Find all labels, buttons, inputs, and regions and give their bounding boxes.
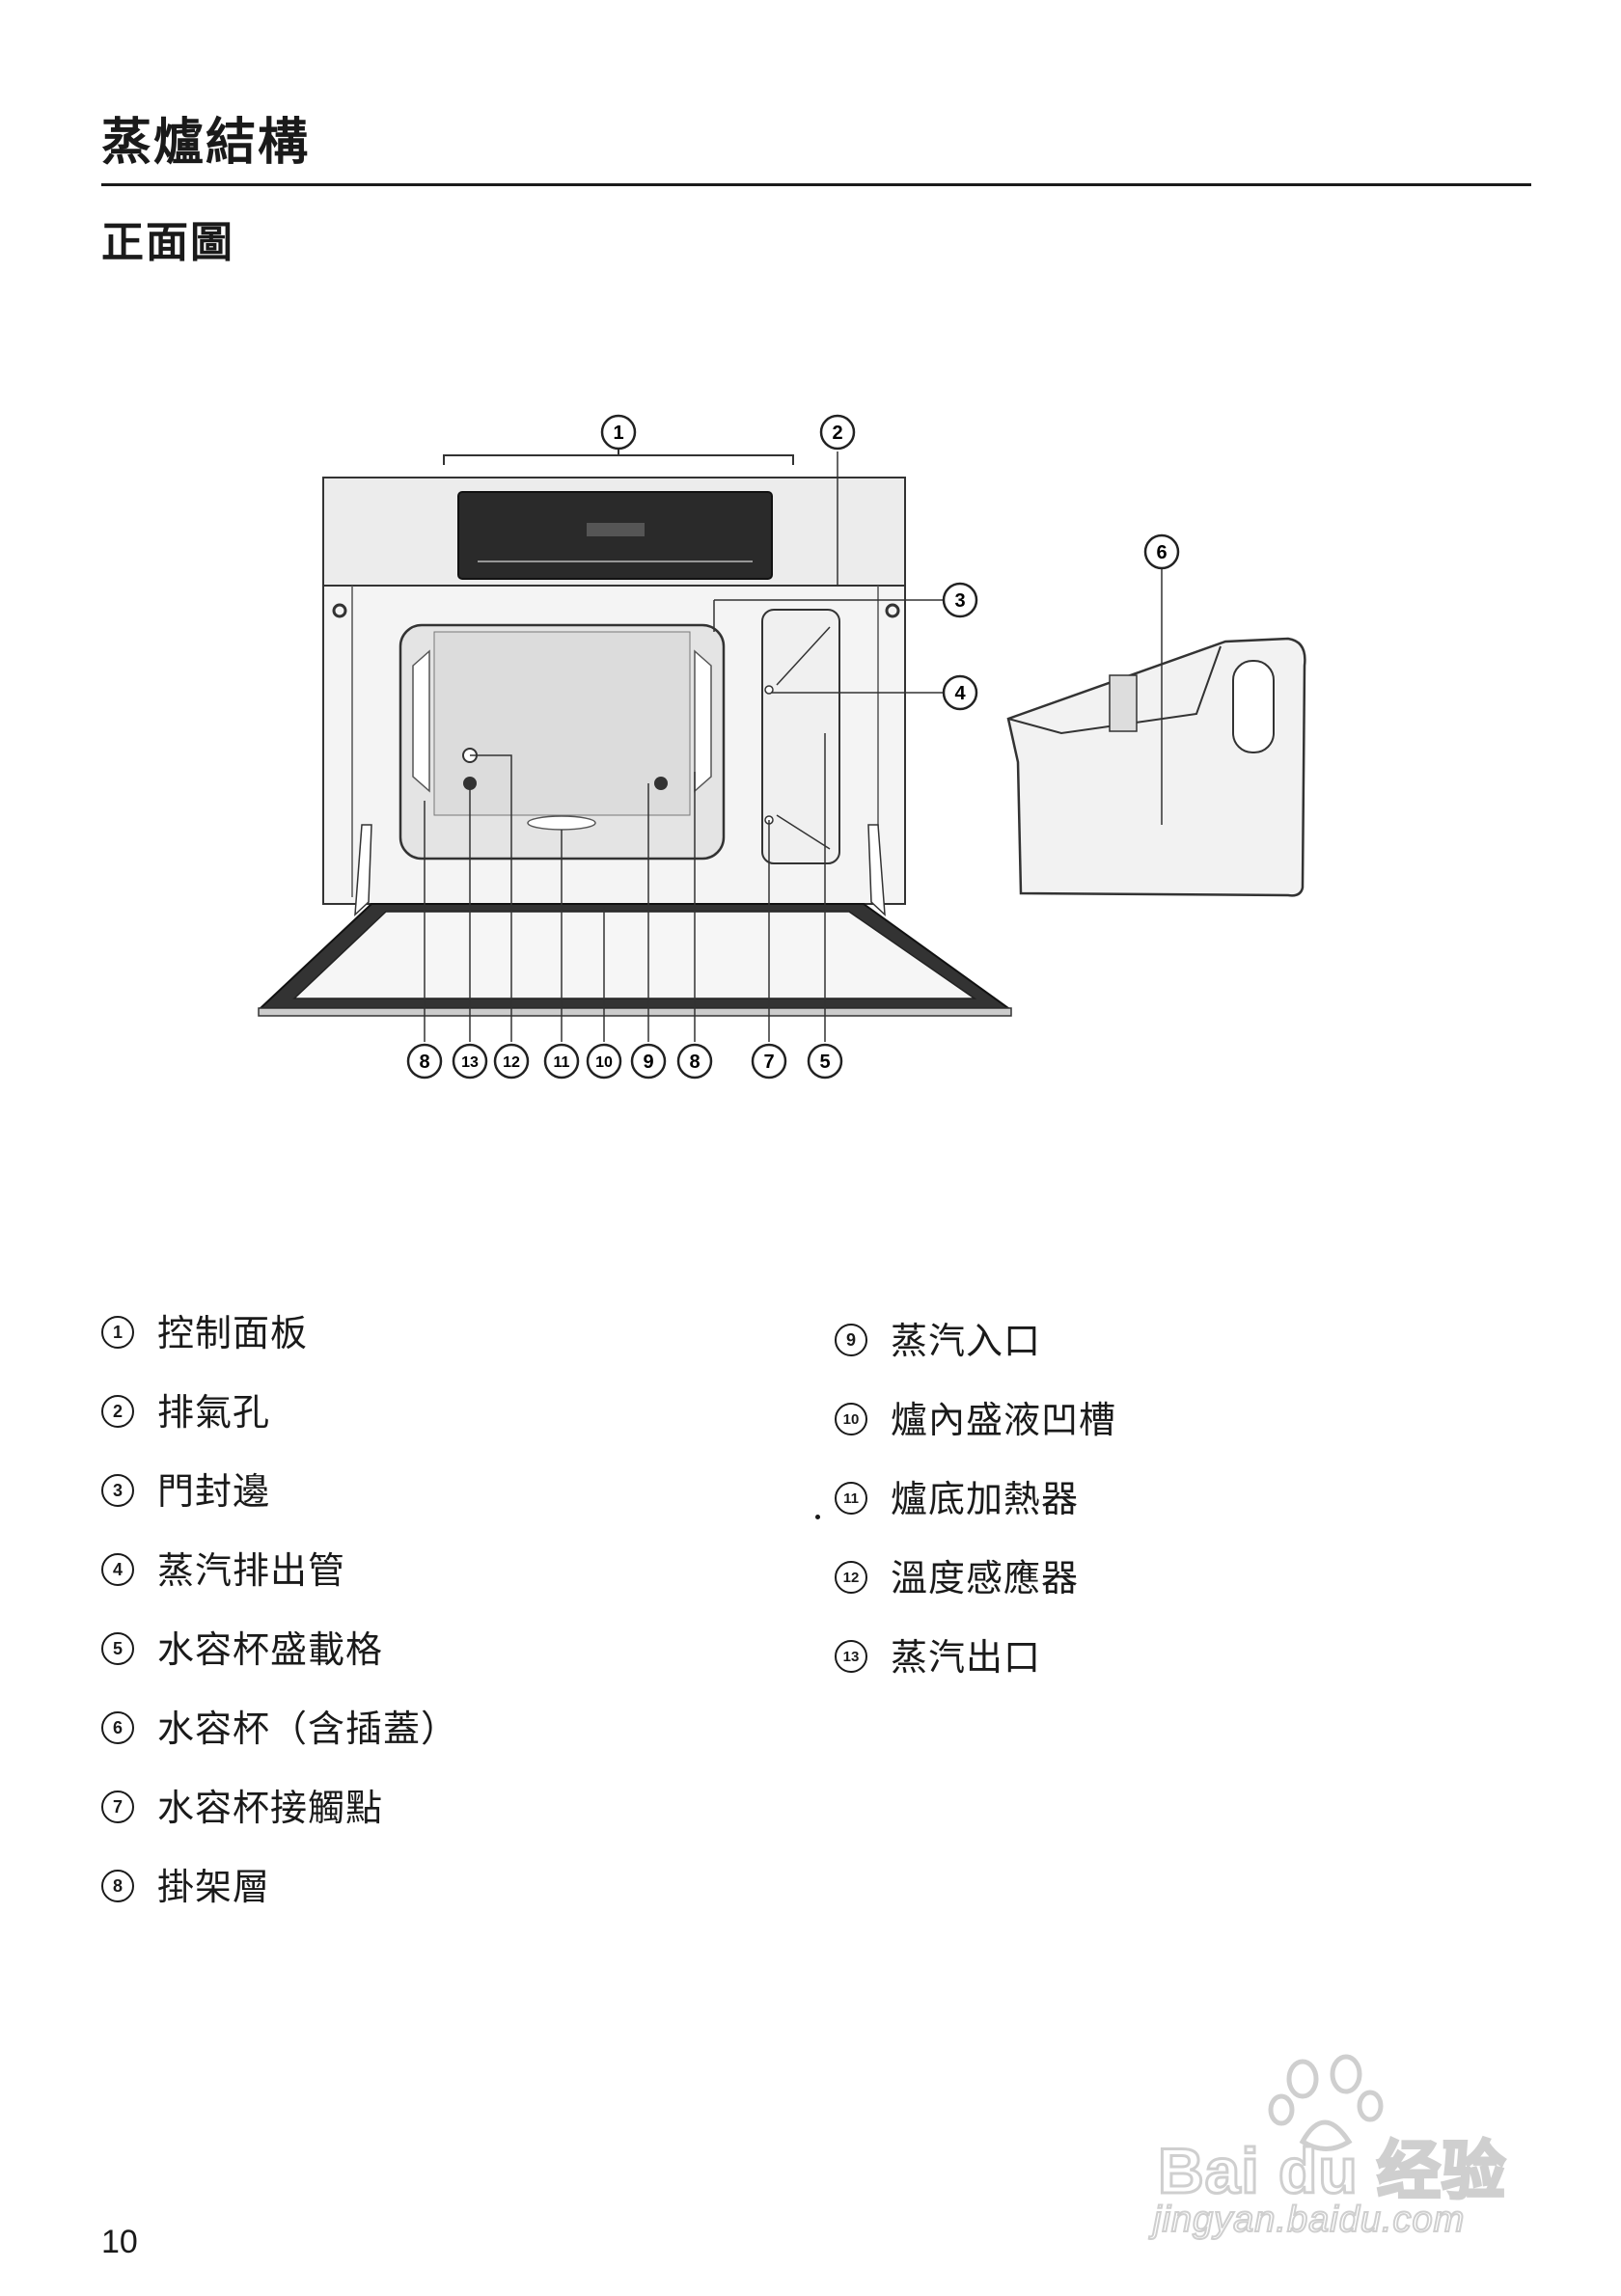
stray-dot bbox=[815, 1515, 820, 1519]
legend-item: 7 水容杯接觸點 bbox=[101, 1787, 458, 1866]
legend-item: 10 爐內盛液凹槽 bbox=[835, 1399, 1116, 1478]
watermark-brand: Bai du 经验 bbox=[1156, 2134, 1507, 2208]
callout-3-label: 3 bbox=[954, 590, 965, 612]
callout-9-label: 9 bbox=[643, 1052, 653, 1073]
paw-logo-icon bbox=[1268, 2054, 1384, 2151]
legend-label: 水容杯接觸點 bbox=[157, 1787, 384, 1829]
callout-3: 3 bbox=[942, 582, 978, 618]
legend-number: 6 bbox=[101, 1711, 134, 1744]
callout-2-label: 2 bbox=[832, 423, 842, 444]
legend-item: 6 水容杯（含插蓋） bbox=[101, 1708, 458, 1787]
legend-label: 溫度感應器 bbox=[891, 1557, 1080, 1599]
callout-8b-label: 8 bbox=[689, 1052, 700, 1073]
container-compartment bbox=[761, 609, 840, 864]
legend-number: 10 bbox=[835, 1403, 867, 1435]
legend-number: 4 bbox=[101, 1553, 134, 1586]
legend-number: 7 bbox=[101, 1790, 134, 1823]
legend-item: 9 蒸汽入口 bbox=[835, 1320, 1116, 1399]
legend-number: 5 bbox=[101, 1632, 134, 1665]
callout-12-label: 12 bbox=[503, 1054, 520, 1071]
callout-12: 12 bbox=[493, 1043, 530, 1080]
display-window bbox=[587, 523, 645, 536]
water-container bbox=[1006, 637, 1306, 897]
callout-6-label: 6 bbox=[1156, 542, 1167, 563]
legend-label: 蒸汽出口 bbox=[891, 1636, 1042, 1679]
legend-number: 1 bbox=[101, 1316, 134, 1349]
legend-item: 12 溫度感應器 bbox=[835, 1557, 1116, 1636]
callout-11: 11 bbox=[543, 1043, 580, 1080]
legend-label: 門封邊 bbox=[157, 1470, 271, 1513]
callout-8b: 8 bbox=[676, 1043, 713, 1080]
legend-right: 9 蒸汽入口 10 爐內盛液凹槽 11 爐底加熱器 12 溫度感應器 13 蒸汽… bbox=[835, 1320, 1116, 1715]
callout-5-label: 5 bbox=[819, 1052, 830, 1073]
callout-6: 6 bbox=[1143, 533, 1180, 570]
legend-number: 13 bbox=[835, 1640, 867, 1673]
callout-10-label: 10 bbox=[595, 1054, 613, 1071]
callout-2: 2 bbox=[819, 414, 856, 451]
legend-label: 爐內盛液凹槽 bbox=[891, 1399, 1117, 1441]
callout-5: 5 bbox=[807, 1043, 843, 1080]
legend-item: 3 門封邊 bbox=[101, 1470, 458, 1549]
callout-1-label: 1 bbox=[613, 423, 623, 444]
legend-label: 爐底加熱器 bbox=[891, 1478, 1080, 1520]
legend-item: 2 排氣孔 bbox=[101, 1391, 458, 1470]
page-title: 蒸爐結構 bbox=[101, 114, 311, 172]
callout-8a-label: 8 bbox=[419, 1052, 429, 1073]
legend-item: 13 蒸汽出口 bbox=[835, 1636, 1116, 1715]
callout-10: 10 bbox=[586, 1043, 622, 1080]
callout-7: 7 bbox=[751, 1043, 787, 1080]
legend-item: 8 掛架層 bbox=[101, 1866, 458, 1945]
oven-front-diagram: 1 2 6 3 4 8 13 12 11 10 9 8 bbox=[0, 386, 1621, 1119]
legend-label: 蒸汽入口 bbox=[891, 1320, 1042, 1362]
legend-label: 控制面板 bbox=[157, 1312, 309, 1354]
callout-13-label: 13 bbox=[461, 1054, 479, 1071]
legend-left: 1 控制面板 2 排氣孔 3 門封邊 4 蒸汽排出管 5 水容杯盛載格 6 水容… bbox=[101, 1312, 458, 1945]
legend-item: 1 控制面板 bbox=[101, 1312, 458, 1391]
oven-illustration: 1 2 6 3 4 8 13 12 11 10 9 8 bbox=[258, 414, 1306, 1080]
legend-number: 9 bbox=[835, 1324, 867, 1356]
legend-item: 4 蒸汽排出管 bbox=[101, 1549, 458, 1628]
callout-1: 1 bbox=[600, 414, 637, 451]
legend-label: 掛架層 bbox=[157, 1866, 271, 1908]
legend-number: 3 bbox=[101, 1474, 134, 1507]
baidu-watermark: Bai du 经验 jingyan.baidu.com bbox=[1152, 2050, 1558, 2243]
legend-number: 11 bbox=[835, 1482, 867, 1515]
page-number: 10 bbox=[101, 2224, 138, 2260]
legend-number: 8 bbox=[101, 1870, 134, 1902]
watermark-url: jingyan.baidu.com bbox=[1152, 2199, 1466, 2241]
legend-item: 11 爐底加熱器 bbox=[835, 1478, 1116, 1557]
callout-13: 13 bbox=[452, 1043, 488, 1080]
callout-7-label: 7 bbox=[763, 1052, 774, 1073]
callout-9: 9 bbox=[630, 1043, 667, 1080]
legend-label: 排氣孔 bbox=[157, 1391, 271, 1434]
legend-number: 12 bbox=[835, 1561, 867, 1594]
legend-number: 2 bbox=[101, 1395, 134, 1428]
legend-label: 蒸汽排出管 bbox=[157, 1549, 346, 1592]
callout-4: 4 bbox=[942, 674, 978, 711]
legend-label: 水容杯盛載格 bbox=[157, 1628, 384, 1671]
callout-11-label: 11 bbox=[554, 1054, 570, 1071]
title-rule bbox=[101, 183, 1531, 186]
section-subtitle: 正面圖 bbox=[101, 218, 234, 267]
callout-8a: 8 bbox=[406, 1043, 443, 1080]
callout-4-label: 4 bbox=[954, 683, 966, 704]
legend-item: 5 水容杯盛載格 bbox=[101, 1628, 458, 1708]
legend-label: 水容杯（含插蓋） bbox=[157, 1708, 459, 1750]
